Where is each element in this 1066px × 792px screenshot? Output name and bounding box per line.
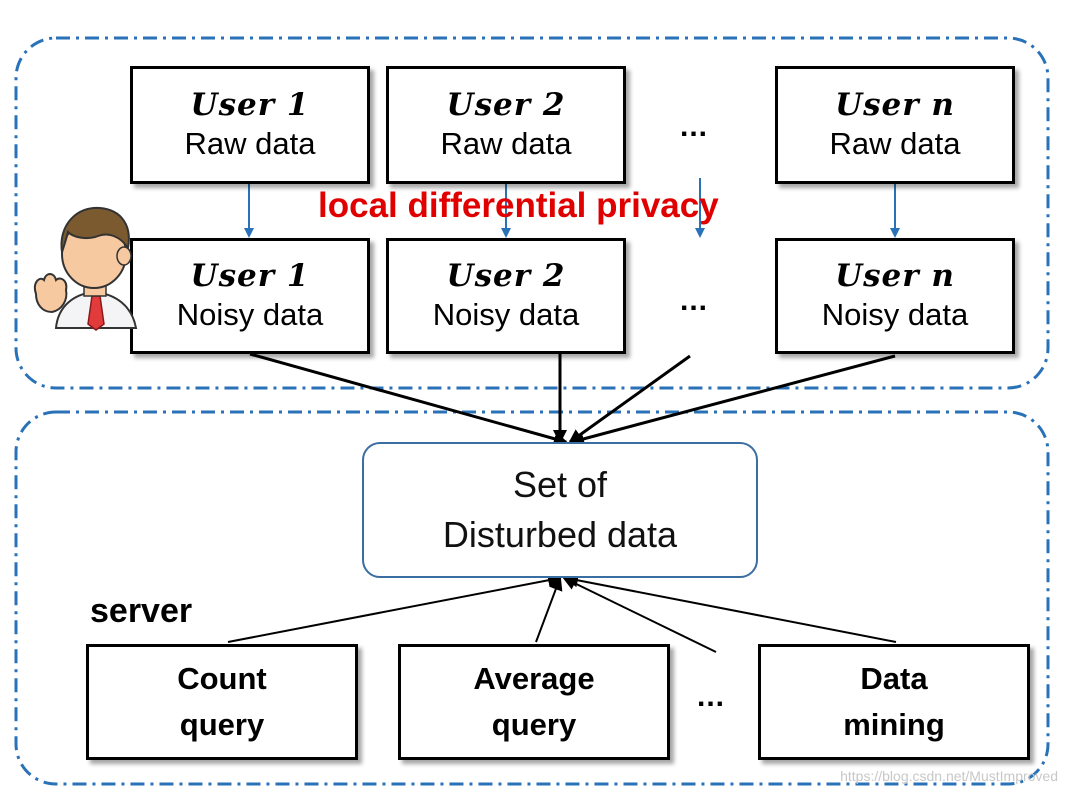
query-arrow-count: [227, 573, 562, 643]
user1-raw-box: User 1 Raw data: [130, 66, 370, 184]
usern-raw-label: Raw data: [829, 126, 961, 161]
query-arrow-mining: [564, 573, 897, 643]
average-query-line2: query: [491, 707, 577, 742]
server-label: server: [90, 592, 193, 630]
user1-raw-name: User 1: [190, 87, 310, 124]
disturbed-data-line2: Disturbed data: [442, 514, 678, 555]
user2-raw-box: User 2 Raw data: [386, 66, 626, 184]
disturbed-data-line1: Set of: [512, 463, 608, 505]
user2-raw-name: User 2: [446, 87, 566, 124]
usern-raw-name: User n: [835, 87, 955, 124]
user-avatar-icon: [34, 206, 138, 331]
upload-arrow-user1: [249, 352, 568, 446]
query-arrow-average: [535, 576, 563, 643]
usern-noisy-name: User n: [835, 258, 955, 295]
average-query-box: Average query: [398, 644, 670, 760]
data-mining-box: Data mining: [758, 644, 1030, 760]
user2-noisy-box: User 2 Noisy data: [386, 238, 626, 354]
count-query-line2: query: [179, 707, 265, 742]
data-mining-line1: Data: [860, 660, 928, 696]
usern-raw-box: User n Raw data: [775, 66, 1015, 184]
count-query-line1: Count: [177, 660, 267, 696]
local-differential-privacy-label: local differential privacy: [318, 186, 719, 225]
upload-arrow-usern: [570, 354, 896, 446]
user2-noisy-name: User 2: [446, 258, 566, 295]
user-region-border: [14, 36, 1050, 390]
noisy-ellipsis: ...: [680, 284, 709, 317]
user2-raw-label: Raw data: [440, 126, 572, 161]
user1-noisy-label: Noisy data: [176, 297, 324, 332]
user2-noisy-label: Noisy data: [432, 297, 580, 332]
user1-noisy-box: User 1 Noisy data: [130, 238, 370, 354]
usern-noisy-box: User n Noisy data: [775, 238, 1015, 354]
disturbed-data-set-box: Set of Disturbed data: [362, 442, 758, 578]
user1-noisy-name: User 1: [190, 258, 310, 295]
data-mining-line2: mining: [843, 707, 945, 742]
server-region-border: [14, 410, 1050, 786]
user1-raw-label: Raw data: [184, 126, 316, 161]
watermark-text: https://blog.csdn.net/MustImproved: [840, 768, 1058, 784]
usern-noisy-label: Noisy data: [821, 297, 969, 332]
raw-ellipsis: ...: [680, 110, 709, 143]
average-query-line1: Average: [473, 660, 595, 696]
upload-arrow-ellipsis: [568, 354, 691, 444]
query-ellipsis: ...: [697, 680, 726, 713]
count-query-box: Count query: [86, 644, 358, 760]
query-arrow-ellipsis: [562, 576, 717, 653]
